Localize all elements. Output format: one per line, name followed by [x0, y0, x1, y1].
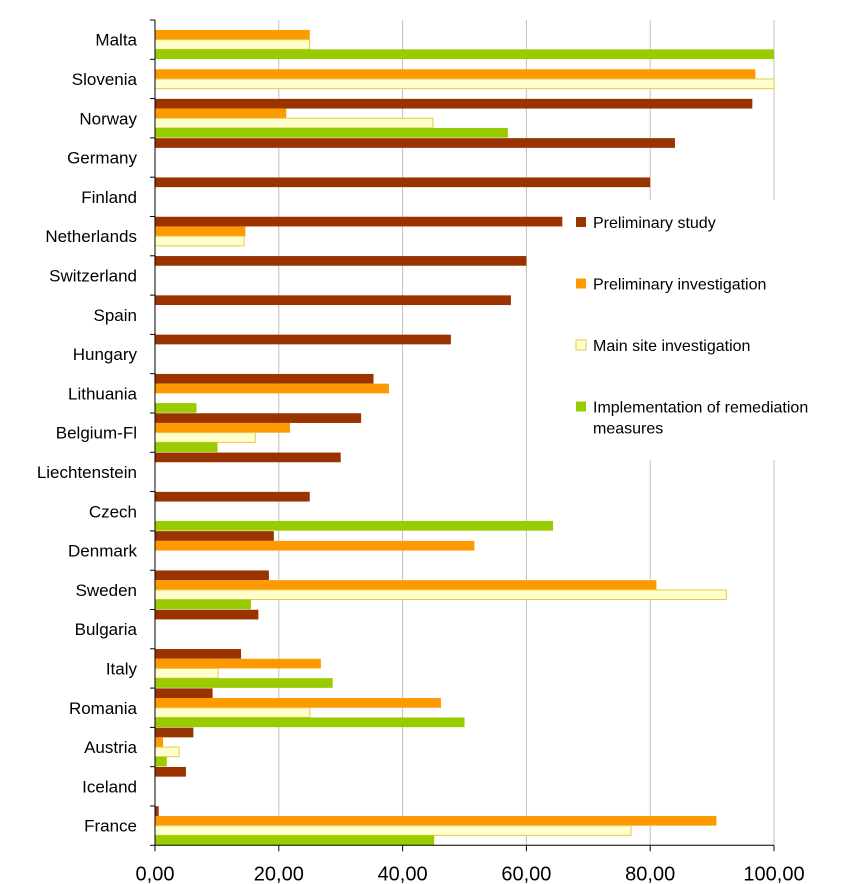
legend-label-2: Preliminary investigation	[593, 277, 766, 294]
category-label-bulgaria: Bulgaria	[75, 620, 138, 639]
bar-italy-series-1	[155, 649, 242, 659]
category-label-denmark: Denmark	[68, 542, 137, 561]
legend-background	[568, 200, 867, 460]
bar-netherlands-series-1	[155, 216, 563, 227]
bar-france-series-1	[155, 806, 159, 816]
bar-czech-series-4	[155, 520, 554, 531]
bar-austria-series-2	[155, 737, 164, 748]
x-tick-labels: 0,00 20,00 40,00 60,00 80,00 100,00	[136, 863, 805, 884]
bar-lithuania-series-4	[155, 403, 197, 413]
category-label-czech: Czech	[89, 502, 137, 521]
bar-lithuania-series-1	[155, 373, 374, 384]
category-label-romania: Romania	[69, 699, 138, 718]
bar-italy-series-3	[154, 667, 219, 679]
bar-romania-series-4	[155, 717, 465, 728]
bar-norway-series-2	[155, 108, 287, 119]
bar-austria-series-4	[155, 756, 167, 767]
legend-swatch-1	[576, 217, 586, 227]
bar-slovenia-series-3	[154, 78, 775, 90]
bar-spain-series-1	[155, 295, 511, 306]
bar-belgium-fl-series-1	[155, 413, 362, 423]
bar-france-series-2	[155, 815, 717, 826]
x-tick-label: 100,00	[743, 863, 804, 884]
bar-sweden-series-1	[155, 570, 269, 581]
x-tick-label: 20,00	[254, 863, 304, 884]
category-label-germany: Germany	[67, 149, 137, 168]
category-label-malta: Malta	[95, 31, 137, 50]
category-label-netherlands: Netherlands	[45, 227, 137, 246]
x-tick-label: 60,00	[501, 863, 551, 884]
bar-austria-series-1	[155, 727, 194, 738]
bar-denmark-series-2	[155, 540, 475, 551]
bar-romania-series-2	[155, 698, 441, 708]
bar-malta-series-2	[155, 29, 310, 40]
category-label-italy: Italy	[106, 659, 138, 678]
category-label-belgium-fl: Belgium-Fl	[56, 424, 137, 443]
bar-sweden-series-2	[155, 580, 657, 590]
bar-malta-series-3	[154, 39, 311, 50]
bars-group	[154, 29, 775, 846]
legend-swatch-2	[576, 278, 586, 289]
category-label-sweden: Sweden	[76, 581, 137, 600]
bar-sweden-series-4	[155, 599, 251, 610]
category-label-france: France	[84, 817, 137, 836]
bar-norway-series-3	[154, 117, 434, 129]
category-label-liechtenstein: Liechtenstein	[37, 463, 137, 482]
x-tick-label: 80,00	[625, 863, 675, 884]
category-label-norway: Norway	[79, 109, 137, 128]
bar-finland-series-1	[155, 177, 651, 188]
bar-romania-series-1	[155, 688, 213, 699]
bar-hungary-series-1	[155, 334, 451, 345]
legend-label-3: Main site investigation	[593, 338, 750, 355]
bar-switzerland-series-1	[155, 256, 527, 266]
bar-lithuania-series-2	[155, 383, 389, 394]
bar-belgium-fl-series-3	[154, 432, 256, 443]
bar-czech-series-1	[155, 491, 310, 502]
category-label-slovenia: Slovenia	[72, 70, 138, 89]
category-label-spain: Spain	[94, 306, 137, 325]
bar-italy-series-2	[155, 658, 321, 669]
category-labels: MaltaSloveniaNorwayGermanyFinlandNetherl…	[37, 31, 138, 836]
bar-netherlands-series-3	[154, 235, 245, 247]
bar-austria-series-3	[154, 746, 180, 758]
x-tick-label: 40,00	[378, 863, 428, 884]
bar-france-series-4	[155, 835, 435, 846]
bar-slovenia-series-2	[155, 69, 756, 79]
legend-swatch-4	[576, 401, 586, 412]
bar-belgium-fl-series-2	[155, 422, 290, 433]
category-label-austria: Austria	[84, 738, 137, 757]
category-label-finland: Finland	[81, 188, 137, 207]
bar-norway-series-4	[155, 127, 508, 138]
legend-label-1: Preliminary study	[593, 215, 716, 232]
bar-liechtenstein-series-1	[155, 452, 341, 463]
bar-belgium-fl-series-4	[155, 442, 218, 453]
bar-germany-series-1	[155, 138, 675, 148]
category-label-switzerland: Switzerland	[49, 266, 137, 285]
bar-france-series-3	[154, 825, 632, 836]
bar-netherlands-series-2	[155, 226, 246, 237]
bar-romania-series-3	[154, 707, 311, 718]
bar-sweden-series-3	[154, 589, 727, 601]
bar-iceland-series-1	[155, 766, 186, 777]
bar-denmark-series-1	[155, 531, 274, 541]
category-label-iceland: Iceland	[82, 777, 137, 796]
legend-swatch-3	[575, 339, 587, 351]
axes	[150, 19, 775, 852]
bar-norway-series-1	[155, 98, 753, 109]
bar-bulgaria-series-1	[155, 609, 259, 620]
bar-italy-series-4	[155, 678, 333, 688]
category-label-hungary: Hungary	[73, 345, 138, 364]
bar-malta-series-4	[155, 49, 774, 60]
x-tick-label: 0,00	[136, 863, 175, 884]
category-label-lithuania: Lithuania	[68, 384, 138, 403]
